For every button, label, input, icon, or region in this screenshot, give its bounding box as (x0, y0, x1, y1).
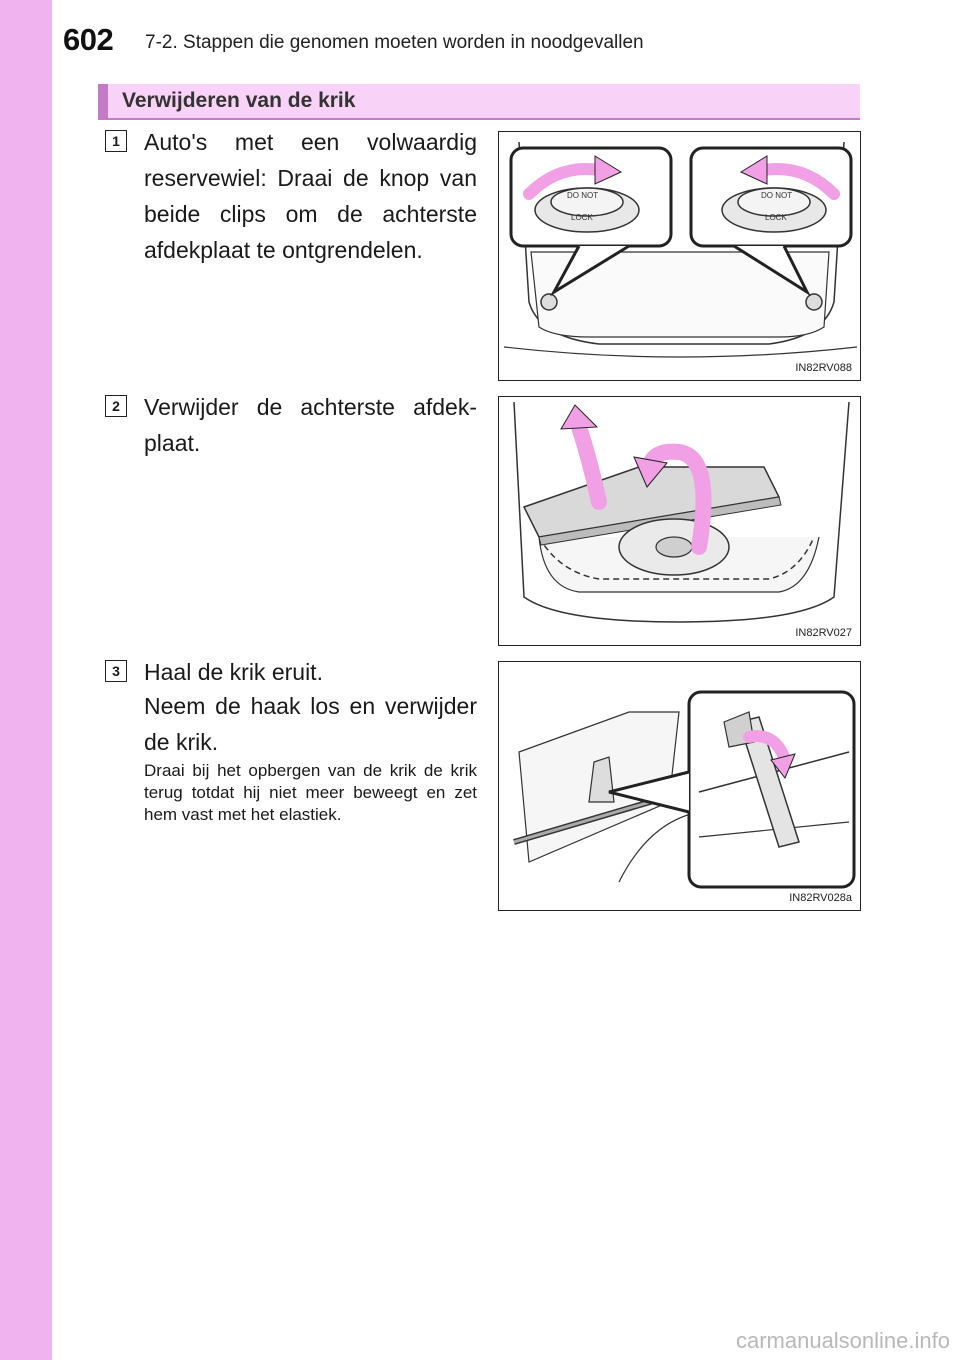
clip-label-lock-left: LOCK (571, 213, 593, 222)
step-2-text: Verwijder de achterste afdek-plaat. (144, 394, 477, 456)
side-color-band (0, 0, 52, 1360)
clip-label-do-not-right: DO NOT (761, 191, 792, 200)
section-title: Verwijderen van de krik (122, 89, 356, 112)
remove-jack-illustration (513, 690, 856, 889)
step-3-line2: Neem de haak los en verwijder de krik. (144, 693, 477, 755)
step-3-note: Draai bij het opbergen van de krik de kr… (144, 761, 477, 824)
figure-3-code: IN82RV028a (787, 892, 854, 904)
figure-2-code: IN82RV027 (793, 627, 854, 639)
trunk-clips-illustration: DO NOT LOCK DO NOT LOCK (503, 141, 858, 358)
figure-trunk-clips: DO NOT LOCK DO NOT LOCK IN82RV088 (498, 131, 861, 381)
remove-cover-illustration (513, 401, 850, 623)
figure-remove-cover: IN82RV027 (498, 396, 861, 646)
page-number: 602 (63, 22, 114, 57)
chapter-title: 7-2. Stappen die genomen moeten worden i… (145, 32, 644, 53)
watermark: carmanualsonline.info (735, 1328, 950, 1353)
step-2-number: 2 (105, 395, 127, 417)
figure-remove-jack: IN82RV028a (498, 661, 861, 911)
section-divider (98, 118, 860, 120)
clip-label-lock-right: LOCK (765, 213, 787, 222)
step-1-number: 1 (105, 130, 127, 152)
step-1-text: Auto's met een volwaardig reservewiel: D… (144, 129, 477, 263)
step-3-line1: Haal de krik eruit. (144, 659, 323, 685)
section-header: Verwijderen van de krik (98, 84, 860, 118)
clip-label-do-not-left: DO NOT (567, 191, 598, 200)
figure-1-code: IN82RV088 (793, 362, 854, 374)
step-3-number: 3 (105, 660, 127, 682)
